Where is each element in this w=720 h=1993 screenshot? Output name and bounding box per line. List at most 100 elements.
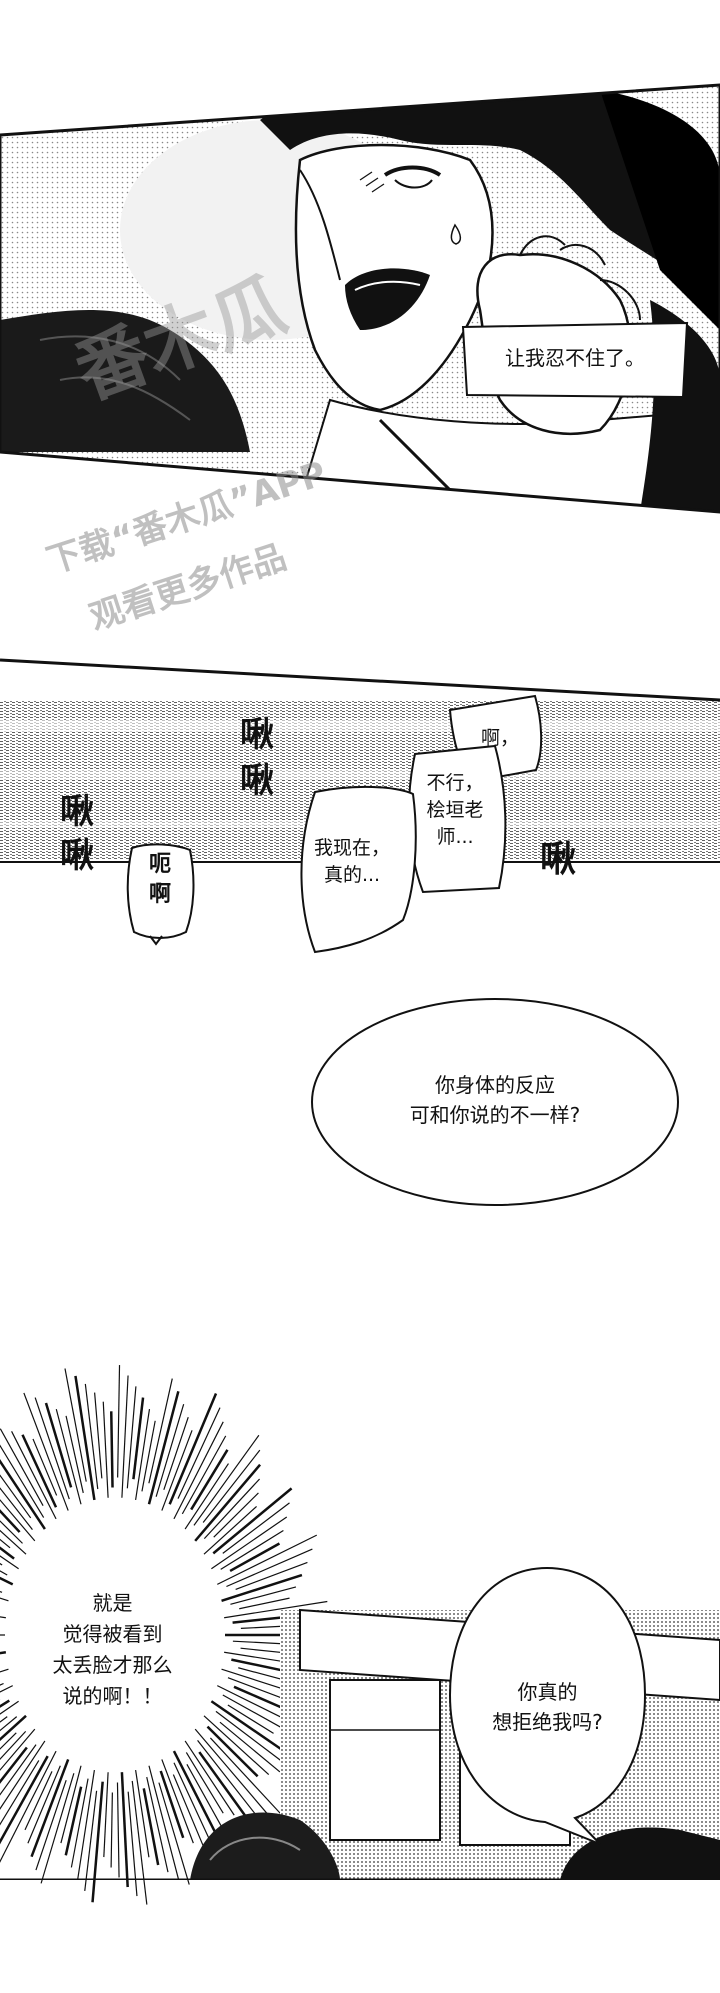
burst-line [220,1530,284,1570]
burst-line [184,1740,235,1816]
panel-3-bubble [311,998,679,1206]
burst-line [34,1397,70,1500]
burst-line [0,1685,13,1693]
panel-1-bubble [461,321,689,399]
burst-line [193,1434,260,1526]
burst-line [230,1586,297,1605]
sfx-kiss-left: 啾 啾 [60,792,94,876]
burst-line [203,1478,261,1540]
burst-line [55,1408,82,1505]
burst-line [27,1765,61,1844]
bubble-b-text: 不行， 桧垣老 师... [426,772,484,848]
burst-line [0,1746,28,1784]
burst-line [239,1597,290,1610]
burst-line [0,1474,32,1519]
burst-line [0,1458,46,1530]
panel-1-border [0,83,720,514]
burst-line [163,1417,189,1490]
burst-line [121,1375,129,1498]
burst-line [110,1792,113,1868]
burst-line [177,1407,221,1499]
burst-line [224,1600,328,1619]
burst-line [116,1782,120,1878]
burst-line [0,1444,45,1518]
burst-line [0,1750,57,1863]
burst-line [110,1411,114,1488]
burst-line [0,1700,19,1715]
burst-line [161,1430,193,1511]
burst-line [148,1765,179,1879]
moan-text: 呃 啊 [148,852,171,907]
burst-line [131,1780,148,1905]
burst-line [235,1561,308,1591]
burst-line [190,1449,229,1511]
burst-line [32,1438,58,1496]
burst-line [132,1397,145,1480]
burst-line [227,1704,274,1734]
burst-line [0,1716,18,1732]
burst-line [40,1773,75,1884]
burst-line [0,1760,40,1826]
panel-3-dialogue: 你身体的反应 可和你说的不一样? [409,1073,581,1127]
burst-line [155,1404,185,1497]
sfx-kiss-middle: 啾 啾 [240,715,274,801]
burst-line [0,1546,15,1560]
burst-line [135,1408,151,1501]
burst-line [181,1435,227,1515]
burst-line [215,1710,292,1769]
burst-line [202,1449,261,1523]
burst-line [0,1538,11,1549]
burst-line [0,1529,27,1555]
burst-line [0,1728,36,1771]
burst-line [64,1786,83,1856]
burst-line [198,1751,247,1817]
burst-line [0,1576,14,1586]
burst-line [203,1505,257,1555]
burst-line [0,1714,27,1742]
burst-line [226,1548,313,1588]
burst-line [141,1420,156,1492]
burst-line [23,1392,69,1511]
burst-line [173,1762,216,1852]
burst-line [197,1740,258,1817]
burst-line [0,1744,37,1796]
burst-line [0,1755,49,1845]
burst-line [0,1740,46,1810]
burst-line [126,1386,137,1489]
burst-line [173,1421,224,1520]
burst-line [184,1463,229,1530]
burst-line [142,1788,160,1866]
burst-line [222,1502,290,1554]
burst-line [64,1368,87,1482]
burst-line [94,1392,103,1479]
burst-line [21,1434,58,1508]
burst-line [74,1375,96,1501]
burst-line [44,1402,73,1488]
burst-line [0,1730,27,1760]
burst-line [11,1431,57,1520]
burst-line [219,1721,281,1773]
burst-line [158,1782,190,1885]
panel-4-bubble [448,1566,647,1845]
burst-line [211,1516,288,1570]
panel-1-art [0,85,720,512]
burst-line [24,1771,53,1831]
burst-line [77,1769,95,1880]
burst-line [0,1520,23,1544]
burst-line [91,1781,104,1903]
moan-bubble [126,843,195,946]
burst-line [120,1772,129,1888]
burst-line [30,1758,70,1858]
burst-line [117,1365,121,1478]
burst-line [35,1780,67,1871]
burst-line [103,1772,109,1858]
burst-line [185,1752,224,1814]
burst-line [135,1769,150,1858]
bubble-c [300,785,417,954]
burst-line [161,1759,194,1844]
burst-line [60,1765,82,1844]
burst-text: 就是 觉得被看到 太丢脸才那么 说的啊！！ [52,1591,173,1708]
burst-line [148,1378,173,1484]
burst-line [159,1770,185,1839]
